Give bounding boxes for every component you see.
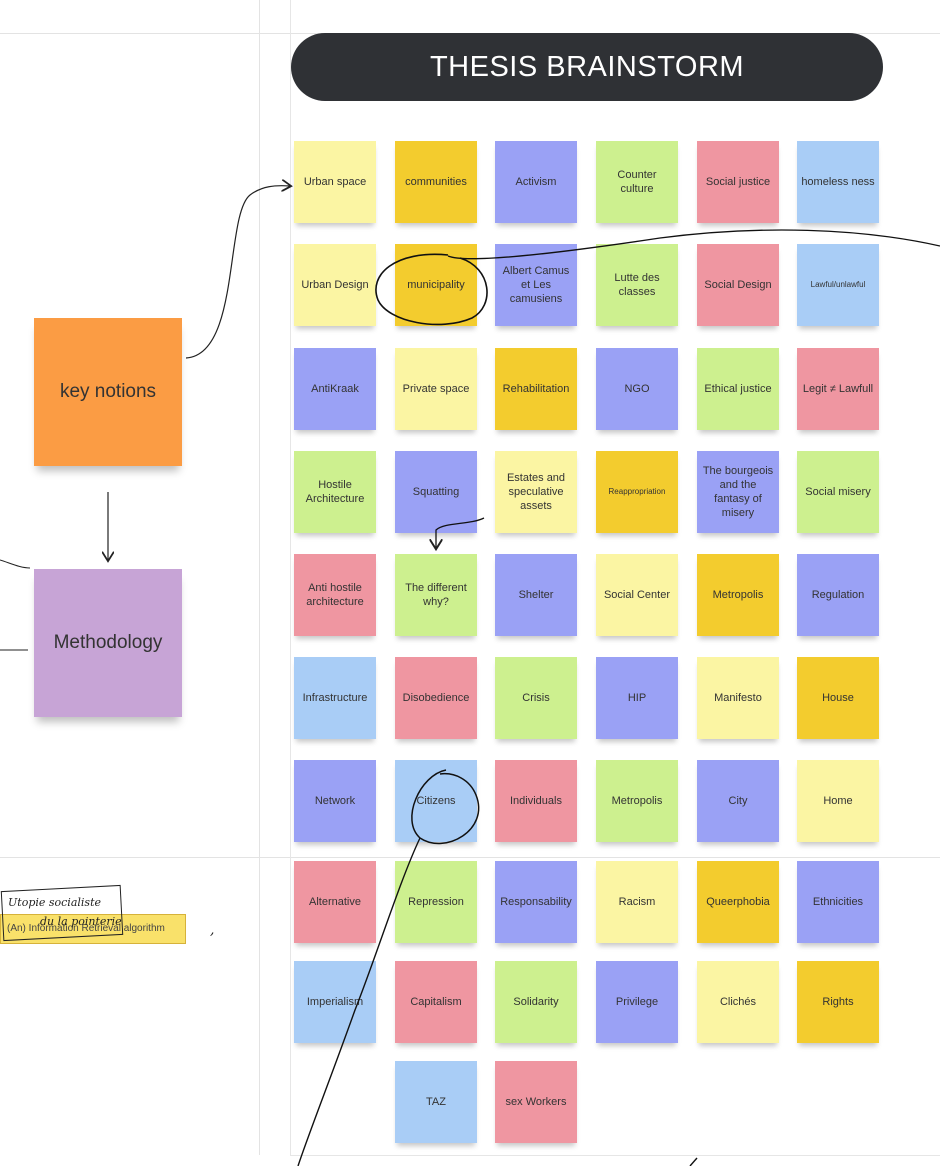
- sticky-note[interactable]: Legit ≠ Lawfull: [797, 348, 879, 430]
- sticky-note[interactable]: sex Workers: [495, 1061, 577, 1143]
- sticky-note[interactable]: House: [797, 657, 879, 739]
- sticky-note[interactable]: Capitalism: [395, 961, 477, 1043]
- sticky-note[interactable]: City: [697, 760, 779, 842]
- sticky-note[interactable]: Citizens: [395, 760, 477, 842]
- handwriting-comma: ,: [210, 922, 215, 938]
- sticky-note[interactable]: Individuals: [495, 760, 577, 842]
- sticky-note[interactable]: Urban space: [294, 141, 376, 223]
- sticky-note[interactable]: TAZ: [395, 1061, 477, 1143]
- sticky-note[interactable]: communities: [395, 141, 477, 223]
- sticky-note[interactable]: Disobedience: [395, 657, 477, 739]
- sticky-note[interactable]: Urban Design: [294, 244, 376, 326]
- sticky-note[interactable]: Social Design: [697, 244, 779, 326]
- sticky-note[interactable]: Shelter: [495, 554, 577, 636]
- sticky-note[interactable]: Repression: [395, 861, 477, 943]
- sticky-note[interactable]: Lawful/unlawful: [797, 244, 879, 326]
- sticky-note[interactable]: Privilege: [596, 961, 678, 1043]
- sticky-note[interactable]: Reappropriation: [596, 451, 678, 533]
- sticky-note[interactable]: municipality: [395, 244, 477, 326]
- sticky-note[interactable]: Racism: [596, 861, 678, 943]
- sticky-note[interactable]: Lutte des classes: [596, 244, 678, 326]
- sticky-note[interactable]: Queerphobia: [697, 861, 779, 943]
- sticky-note[interactable]: Anti hostile architecture: [294, 554, 376, 636]
- sticky-note[interactable]: Crisis: [495, 657, 577, 739]
- sticky-note[interactable]: Solidarity: [495, 961, 577, 1043]
- sticky-note[interactable]: Rights: [797, 961, 879, 1043]
- brainstorm-frame[interactable]: [290, 0, 940, 1156]
- sticky-note[interactable]: HIP: [596, 657, 678, 739]
- sticky-note[interactable]: Responsability: [495, 861, 577, 943]
- sticky-note[interactable]: The bourgeois and the fantasy of misery: [697, 451, 779, 533]
- sticky-note[interactable]: Ethnicities: [797, 861, 879, 943]
- sticky-note[interactable]: Social Center: [596, 554, 678, 636]
- sticky-note[interactable]: Hostile Architecture: [294, 451, 376, 533]
- sticky-note[interactable]: Social justice: [697, 141, 779, 223]
- methodology-note[interactable]: Methodology: [34, 569, 182, 717]
- sticky-note[interactable]: Squatting: [395, 451, 477, 533]
- key-notions-note[interactable]: key notions: [34, 318, 182, 466]
- sticky-note[interactable]: Manifesto: [697, 657, 779, 739]
- sticky-note[interactable]: homeless ness: [797, 141, 879, 223]
- sticky-note[interactable]: Regulation: [797, 554, 879, 636]
- handwriting-line-1: Utopie socialiste: [8, 896, 101, 909]
- sticky-note[interactable]: Estates and speculative assets: [495, 451, 577, 533]
- sticky-note[interactable]: Infrastructure: [294, 657, 376, 739]
- info-retrieval-tag[interactable]: (An) Information Retrieval algorithm: [0, 914, 186, 944]
- sticky-note[interactable]: Network: [294, 760, 376, 842]
- sticky-note[interactable]: Metropolis: [596, 760, 678, 842]
- sticky-note[interactable]: Activism: [495, 141, 577, 223]
- sticky-note[interactable]: Rehabilitation: [495, 348, 577, 430]
- connector-arrow: [185, 186, 290, 359]
- sticky-note[interactable]: Social misery: [797, 451, 879, 533]
- board-title[interactable]: THESIS BRAINSTORM: [291, 33, 883, 101]
- sticky-note[interactable]: Home: [797, 760, 879, 842]
- grid-line: [0, 857, 940, 858]
- sticky-note[interactable]: The different why?: [395, 554, 477, 636]
- sticky-note[interactable]: Clichés: [697, 961, 779, 1043]
- sticky-note[interactable]: Private space: [395, 348, 477, 430]
- sticky-note[interactable]: Imperialism: [294, 961, 376, 1043]
- sticky-note[interactable]: Counter culture: [596, 141, 678, 223]
- sticky-note[interactable]: Metropolis: [697, 554, 779, 636]
- sticky-note[interactable]: Alternative: [294, 861, 376, 943]
- handwriting-line-2: du la pointerie: [40, 915, 122, 928]
- grid-line: [259, 0, 260, 1155]
- sticky-note[interactable]: Albert Camus et Les camusiens: [495, 244, 577, 326]
- sticky-note[interactable]: AntiKraak: [294, 348, 376, 430]
- sticky-note[interactable]: Ethical justice: [697, 348, 779, 430]
- sticky-note[interactable]: NGO: [596, 348, 678, 430]
- handwriting-box: [0, 884, 124, 942]
